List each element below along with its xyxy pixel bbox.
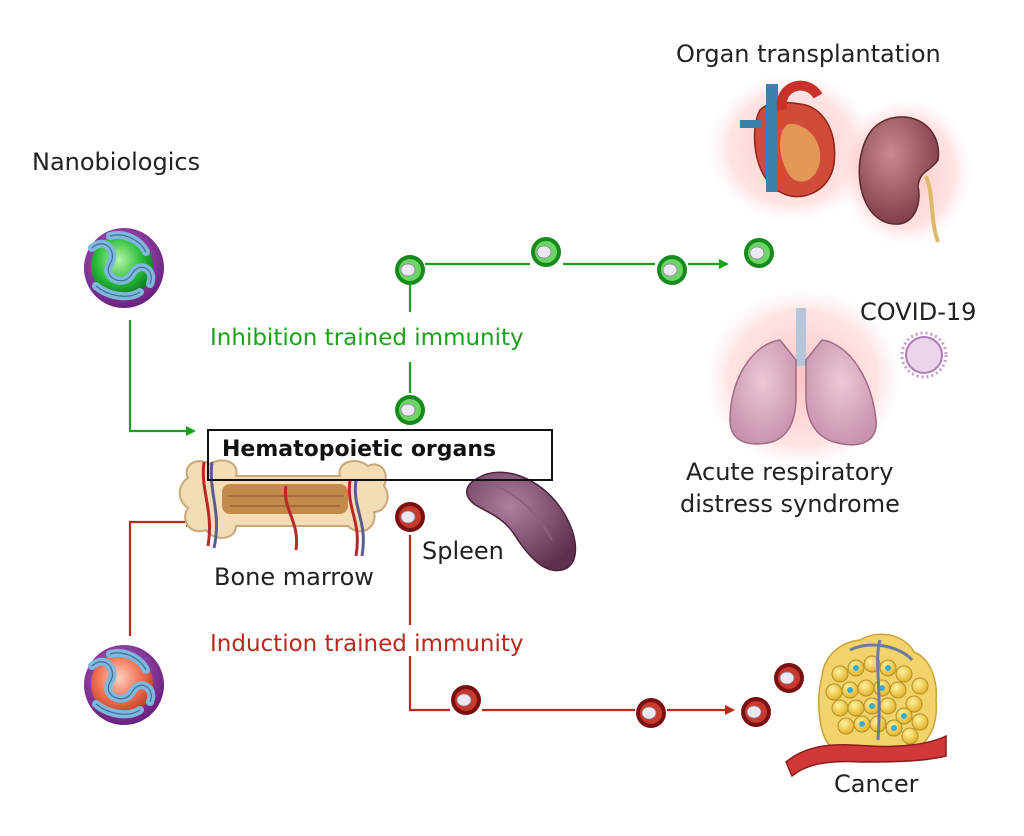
tumor-icon xyxy=(785,633,947,778)
green-cell-5 xyxy=(395,395,425,425)
green-cell-1 xyxy=(395,255,425,285)
covid-label: COVID-19 xyxy=(860,298,977,326)
inhibition-label: Inhibition trained immunity xyxy=(210,325,524,351)
bone-marrow-label: Bone marrow xyxy=(214,563,374,591)
green-cell-2 xyxy=(531,237,561,267)
ards-label-line2: distress syndrome xyxy=(680,490,900,518)
red-cell-4 xyxy=(741,697,771,727)
spleen-icon xyxy=(466,471,577,572)
organ-transplantation-label: Organ transplantation xyxy=(676,40,941,68)
lungs-icon xyxy=(697,282,909,474)
hematopoietic-organs-label: Hematopoietic organs xyxy=(222,437,497,462)
green-nanobiologic-icon xyxy=(84,228,164,308)
red-cell-5 xyxy=(774,663,804,693)
nanobiologics-label: Nanobiologics xyxy=(32,148,201,176)
induction-pathway-lines xyxy=(128,517,735,715)
induction-label: Induction trained immunity xyxy=(210,631,524,657)
red-nanobiologic-icon xyxy=(84,645,164,725)
cancer-label: Cancer xyxy=(834,770,919,798)
green-cell-3 xyxy=(657,255,687,285)
red-cell-3 xyxy=(636,698,666,728)
ards-label-line1: Acute respiratory xyxy=(686,458,894,486)
red-cell-2 xyxy=(451,685,481,715)
hematopoietic-organs-box xyxy=(207,429,553,481)
green-cell-4 xyxy=(744,238,774,268)
inhibition-pathway-lines xyxy=(128,259,729,436)
spleen-label: Spleen xyxy=(422,537,504,565)
red-cell-1 xyxy=(395,502,425,532)
virus-icon xyxy=(900,331,948,379)
kidney-icon xyxy=(835,92,975,252)
